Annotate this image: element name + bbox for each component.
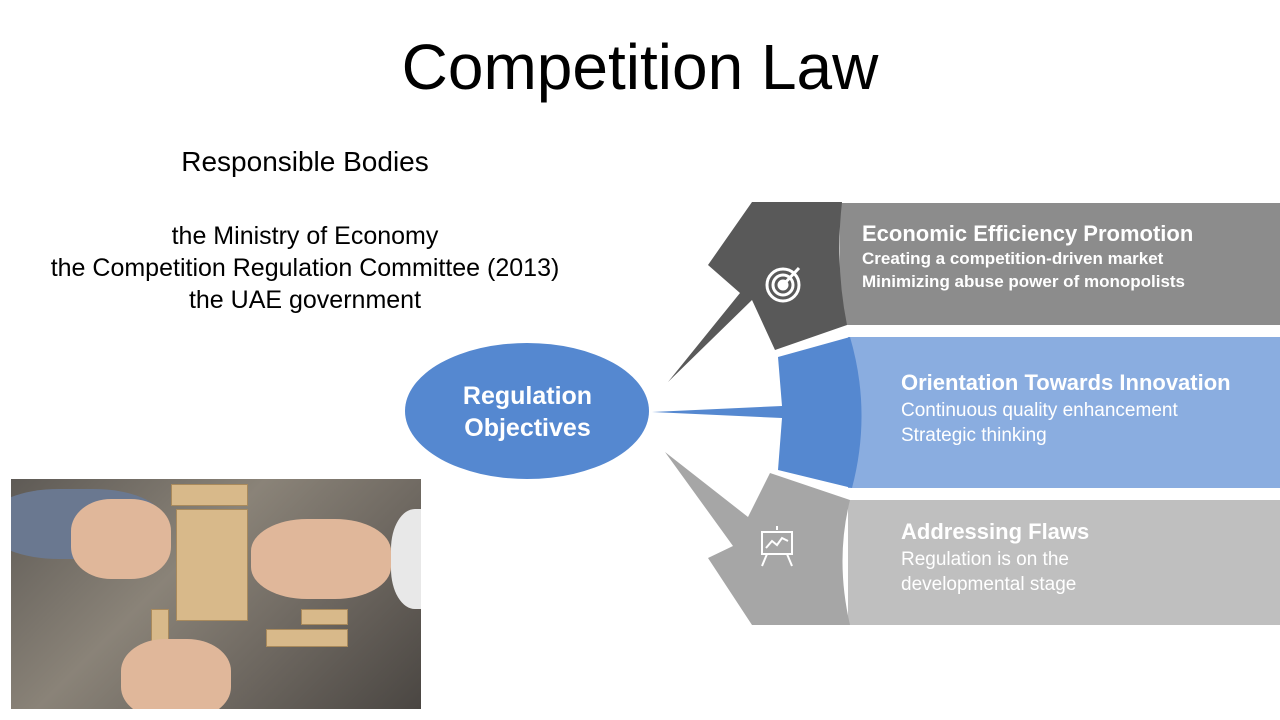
objective-line: Strategic thinking: [901, 425, 1047, 446]
band-addressing-flaws: [848, 500, 1280, 625]
block: [301, 609, 348, 625]
responsible-body-item: the Ministry of Economy: [171, 222, 439, 250]
band-innovation: [848, 337, 1280, 488]
objective-title: Economic Efficiency Promotion: [862, 221, 1194, 246]
objective-line: Regulation is on the: [901, 549, 1069, 570]
band-economic-efficiency: [840, 203, 1280, 325]
objective-line: Minimizing abuse power of monopolists: [862, 272, 1186, 291]
center-line2: Objectives: [464, 414, 591, 442]
block: [266, 629, 348, 647]
jenga-photo: [11, 479, 421, 709]
center-line1: Regulation: [462, 382, 593, 410]
responsible-body-item: the Competition Regulation Committee (20…: [50, 254, 560, 282]
objective-addressing-flaws: Addressing Flaws Regulation is on the de…: [901, 519, 1089, 596]
objective-economic-efficiency: Economic Efficiency Promotion Creating a…: [862, 221, 1193, 292]
objective-title: Orientation Towards Innovation: [901, 370, 1231, 395]
segment-innovation: [652, 337, 862, 488]
target-icon: [765, 266, 801, 303]
segment-addressing-flaws: [665, 452, 850, 625]
block: [171, 484, 248, 506]
objective-line: Creating a competition-driven market: [862, 249, 1164, 268]
objective-line: Continuous quality enhancement: [901, 400, 1178, 421]
responsible-bodies-heading: Responsible Bodies: [181, 146, 429, 177]
hand-bottom: [121, 639, 231, 709]
objective-line: developmental stage: [901, 574, 1077, 595]
slide-title: Competition Law: [401, 31, 879, 103]
objective-title: Addressing Flaws: [901, 519, 1090, 544]
sleeve-right: [391, 509, 421, 609]
hand-right: [251, 519, 391, 599]
presentation-chart-icon: [761, 526, 793, 567]
segment-economic-efficiency: [668, 202, 847, 382]
objective-innovation: Orientation Towards Innovation Continuou…: [901, 370, 1231, 447]
hand-left: [71, 499, 171, 579]
center-label: Regulation Objectives: [405, 380, 650, 444]
responsible-body-item: the UAE government: [188, 286, 422, 314]
block-tower: [176, 509, 248, 621]
center-ellipse: [405, 343, 649, 479]
